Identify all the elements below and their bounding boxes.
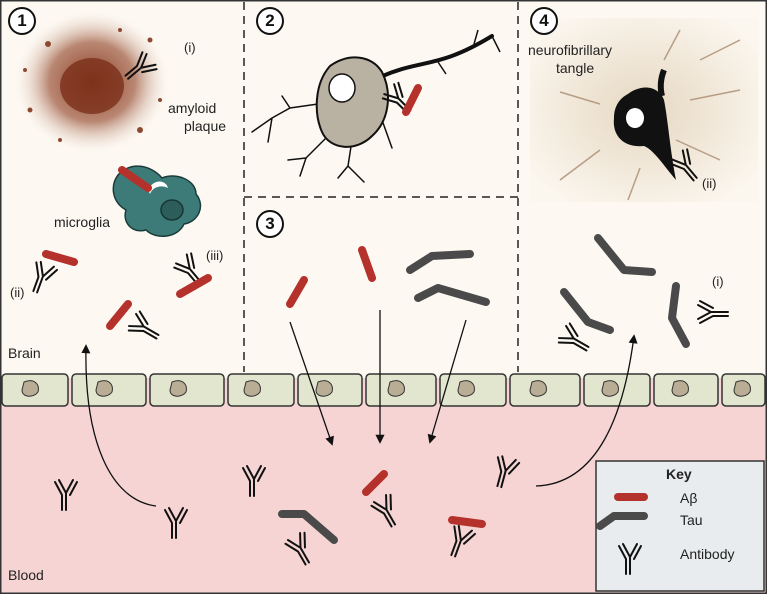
tau-icon (596, 512, 648, 530)
label-plaque: plaque (184, 118, 227, 134)
neuron-cell (251, 29, 501, 183)
label-ii-left: (ii) (10, 285, 25, 300)
key-label-antibody: Antibody (680, 546, 735, 562)
abeta-free-2 (358, 246, 376, 282)
panel-number-1: 1 (8, 7, 36, 35)
key-label-abeta: Aβ (680, 490, 698, 506)
endothelial-nuclei (21, 380, 751, 397)
abeta-microglia (118, 166, 152, 192)
tau-free-1 (406, 250, 474, 274)
label-iii: (iii) (206, 248, 224, 263)
tau-blood-1 (278, 510, 338, 544)
label-i-top: (i) (184, 40, 196, 55)
label-blood: Blood (8, 567, 44, 583)
panel-dividers (243, 2, 519, 372)
abeta-blood-1 (362, 470, 388, 496)
key-label-tau: Tau (680, 512, 703, 528)
key-background (595, 460, 765, 592)
abeta-ii-left (42, 250, 78, 266)
key-title: Key (666, 466, 692, 482)
tau-brain-2 (560, 288, 614, 334)
amyloid-plaque-image (14, 10, 170, 154)
label-i-right: (i) (712, 274, 724, 289)
label-neurofibrillary: neurofibrillary (528, 42, 613, 58)
tau-brain-1 (594, 234, 656, 276)
label-brain: Brain (8, 345, 41, 361)
panel-number-3: 3 (256, 210, 284, 238)
transport-arrows (81, 310, 638, 507)
endothelial-barrier (1, 373, 766, 407)
label-microglia: microglia (54, 214, 111, 230)
label-ii-right: (ii) (702, 176, 717, 191)
label-tangle: tangle (556, 60, 595, 76)
tau-free-2 (414, 284, 490, 306)
neurofibrillary-tangle-image (530, 18, 758, 202)
panel-number-2: 2 (256, 7, 284, 35)
abeta-free-1 (286, 276, 308, 308)
abeta-neuron (402, 84, 422, 116)
abeta-brain-1 (106, 300, 132, 330)
abeta-iii (176, 274, 212, 298)
label-amyloid: amyloid (168, 100, 217, 116)
tau-brain-3 (668, 282, 690, 348)
panel-number-4: 4 (530, 7, 558, 35)
abeta-blood-2 (448, 516, 486, 528)
